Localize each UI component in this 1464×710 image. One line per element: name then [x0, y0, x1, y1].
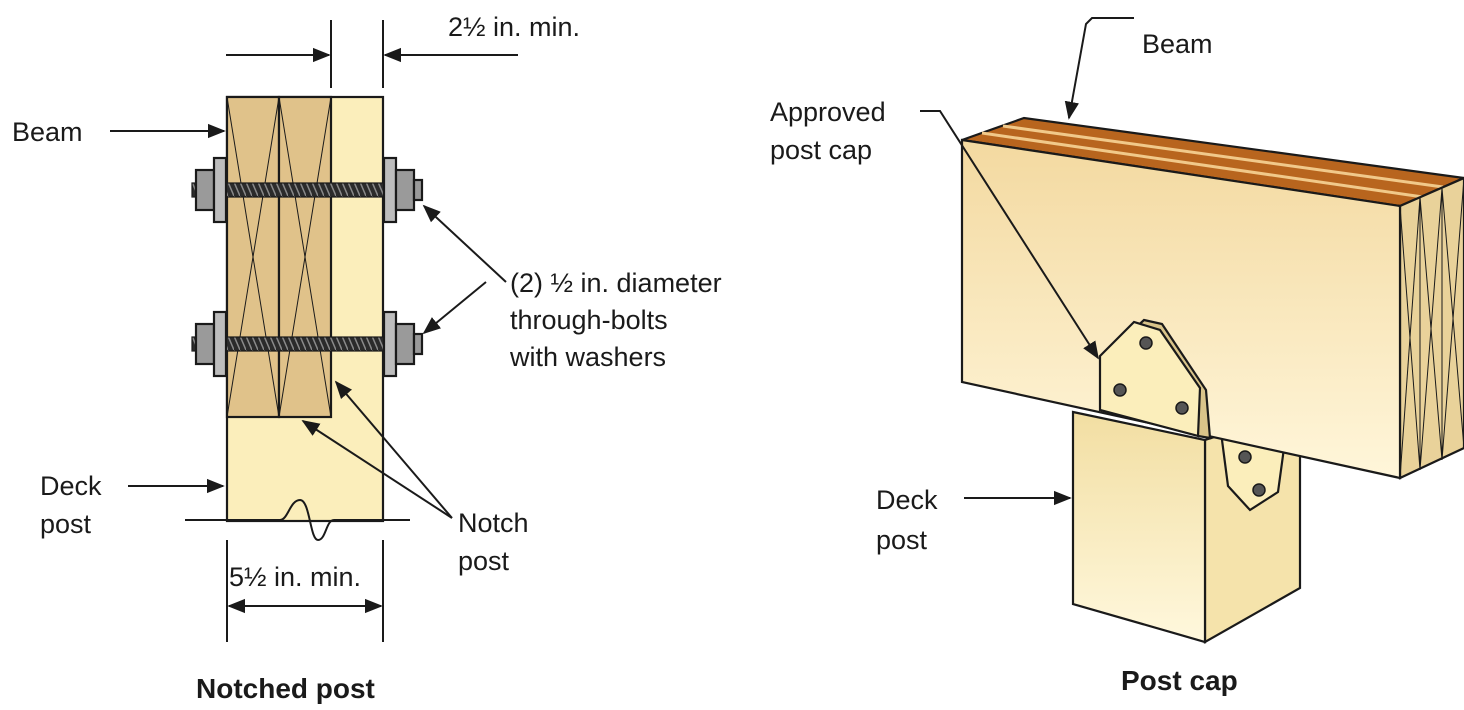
post-cap-leader [920, 110, 1099, 360]
right-beam-label: Beam [1142, 29, 1213, 59]
post-cap-nail [1238, 450, 1252, 464]
beam-top-seam [981, 131, 1424, 199]
post-cap-label-line1: Approved [770, 97, 886, 127]
through-bolt-top [191, 156, 424, 224]
through-bolt-bottom [191, 310, 424, 378]
top-dimension-label: 2½ in. min. [448, 12, 580, 42]
post-cap-nail [1139, 336, 1153, 350]
right-deck-post-label-line2: post [876, 525, 928, 555]
dimension-bottom [226, 540, 384, 642]
left-deck-post-label-line2: post [40, 509, 92, 539]
dimension-top [226, 20, 518, 88]
notch-arrow-1 [301, 420, 453, 519]
post-cap-nail [1113, 383, 1127, 397]
notched-post-diagram: 2½ in. min. Beam (2) ½ in. diameter thro… [12, 12, 722, 704]
bolts-arrow-top [422, 204, 507, 283]
notch-post-label-line1: Notch [458, 508, 529, 538]
left-deck-post-label-line1: Deck [40, 471, 102, 501]
bolts-label-line1: (2) ½ in. diameter [510, 268, 722, 298]
beam-end-hatching [1399, 177, 1464, 479]
notched-post-caption: Notched post [196, 673, 375, 704]
post-cap-nail [1175, 401, 1189, 415]
right-deck-post-label-line1: Deck [876, 485, 938, 515]
beam-hatching [226, 96, 332, 418]
bolts-label-line3: with washers [509, 342, 666, 372]
notch-arrow-2 [334, 380, 453, 519]
post-cap-plate-front [1098, 320, 1202, 438]
left-beam-label: Beam [12, 117, 83, 147]
post-cap-diagram: Beam Approved post cap Deck post Post ca… [770, 17, 1464, 696]
notch-post-label-line2: post [458, 546, 510, 576]
post-cap-label-line2: post cap [770, 135, 872, 165]
bolts-label-line2: through-bolts [510, 305, 668, 335]
beam-top-seam [1002, 124, 1444, 189]
post-cap-nail [1252, 483, 1266, 497]
deck-post-front-face [1071, 410, 1207, 644]
beam-front-face [960, 138, 1402, 480]
bottom-dimension-label: 5½ in. min. [229, 562, 361, 592]
bolts-arrow-bottom [422, 281, 487, 335]
post-cap-caption: Post cap [1121, 665, 1238, 696]
right-beam-leader [1064, 17, 1134, 120]
ground-break-line [185, 498, 410, 542]
